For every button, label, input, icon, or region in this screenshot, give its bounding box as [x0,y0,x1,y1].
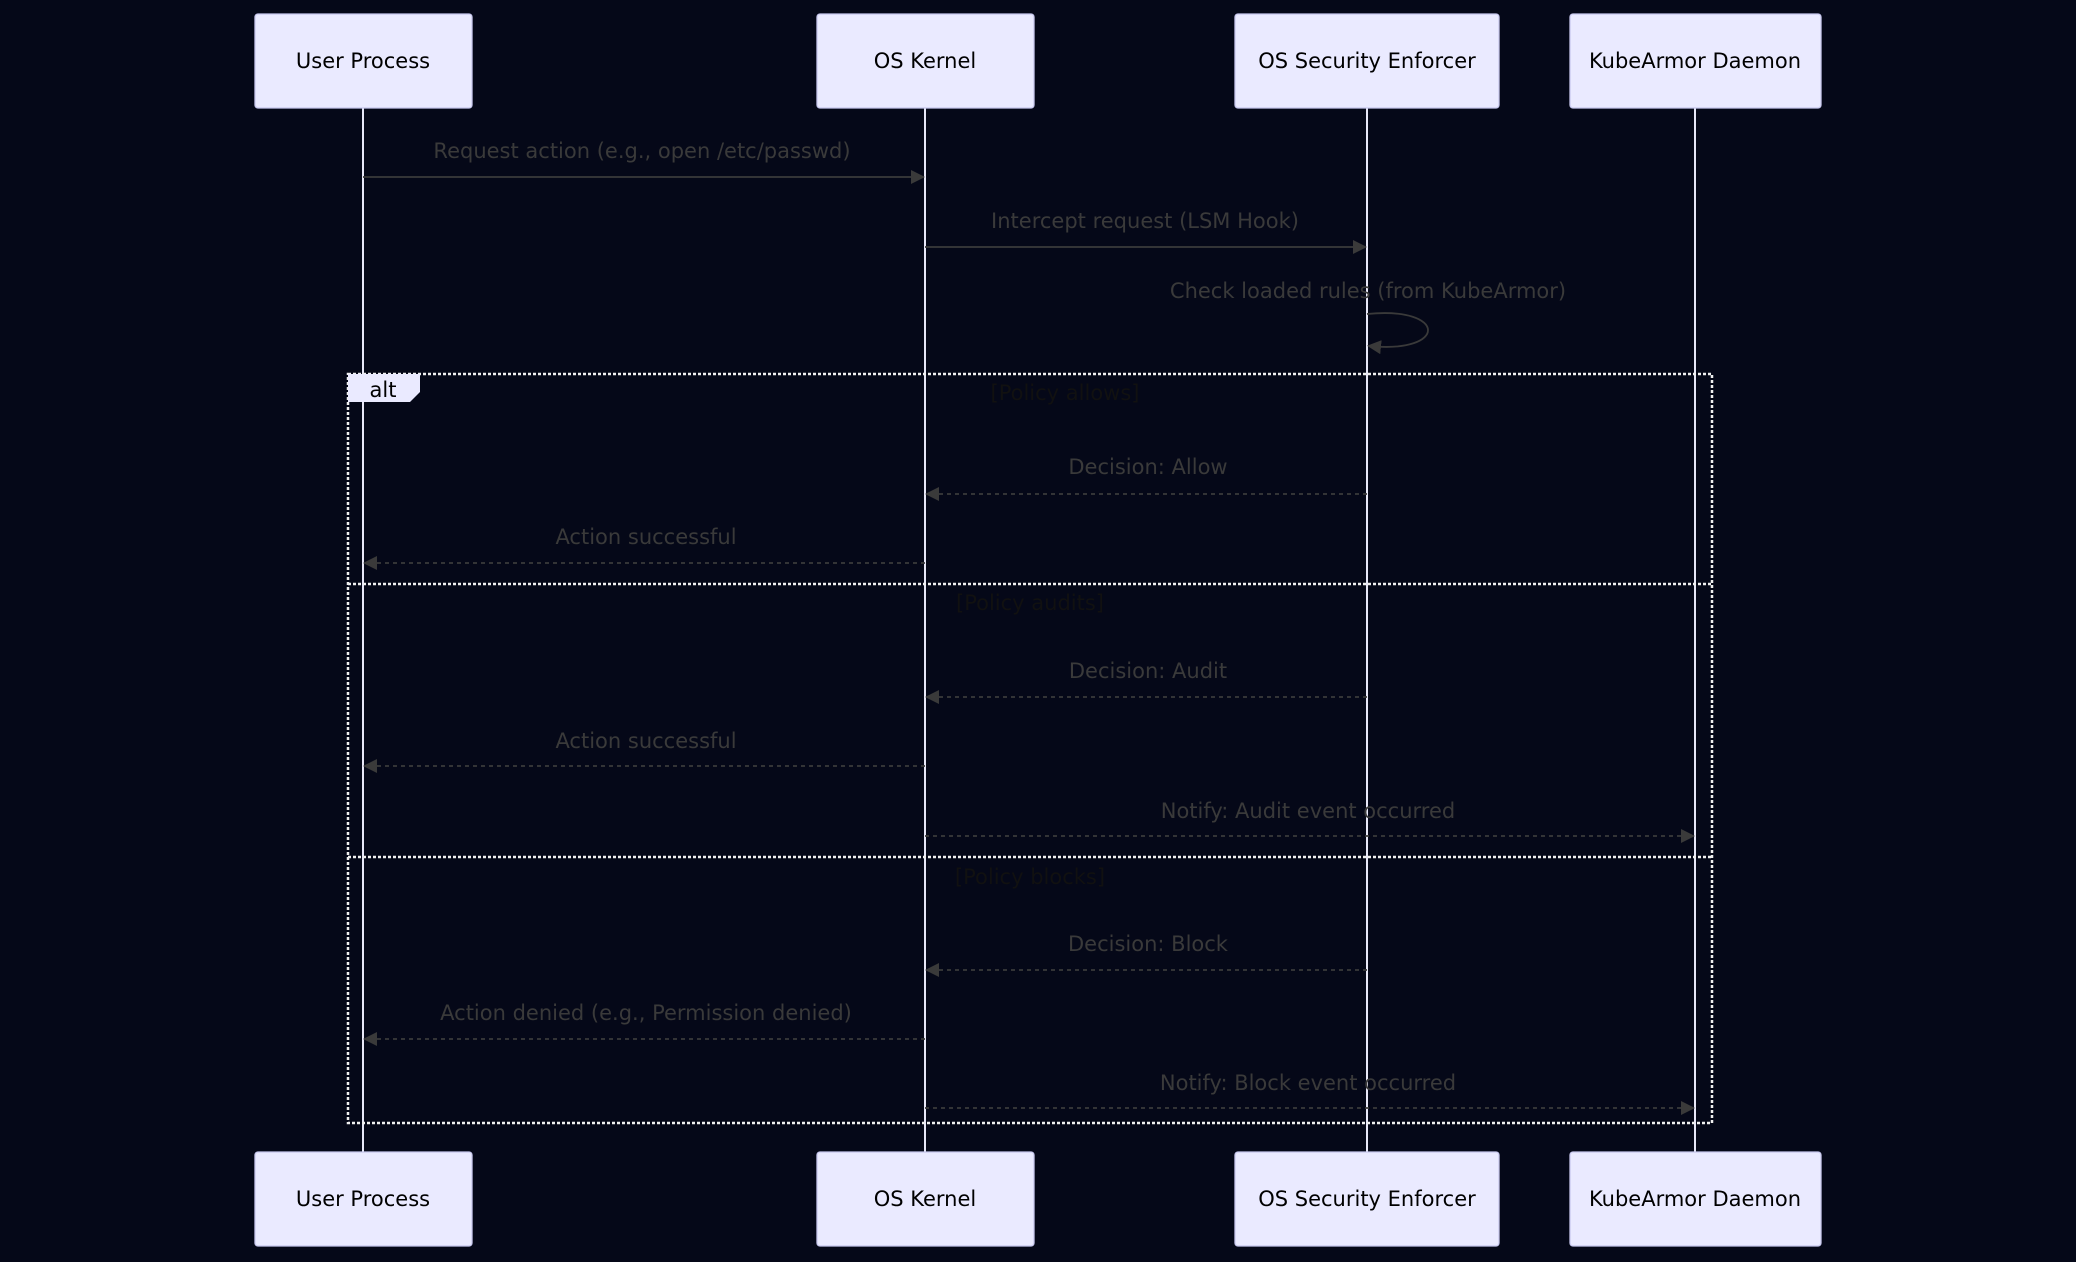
actor-os-kernel-top: OS Kernel [816,13,1035,109]
message-label: Notify: Block event occurred [1160,1071,1456,1095]
actor-label: OS Security Enforcer [1258,1187,1476,1211]
actor-os-security-enforcer-top: OS Security Enforcer [1234,13,1500,109]
alt-label: alt [370,378,397,402]
message-label: Decision: Audit [1069,659,1227,683]
alt-frame-border [346,372,1714,1125]
actor-kubearmor-daemon-top: KubeArmor Daemon [1569,13,1822,109]
message-label: Action successful [555,525,736,549]
message-label: Check loaded rules (from KubeArmor) [1170,279,1566,303]
actor-label: OS Kernel [874,49,977,73]
message-check-loaded-rules: Check loaded rules (from KubeArmor) [1170,279,1566,355]
message-decision-audit: Decision: Audit [925,659,1367,704]
message-notify-block: Notify: Block event occurred [925,1071,1695,1115]
actor-os-security-enforcer-bottom: OS Security Enforcer [1234,1151,1500,1247]
message-decision-block: Decision: Block [925,932,1367,977]
message-label: Decision: Allow [1068,455,1227,479]
actors-bottom: User Process OS Kernel OS Security Enfor… [254,1151,1822,1247]
alt-condition: [Policy blocks] [955,865,1105,889]
alt-condition: [Policy audits] [956,591,1104,615]
actor-user-process-top: User Process [254,13,473,109]
actor-label: OS Security Enforcer [1258,49,1476,73]
actor-label: KubeArmor Daemon [1589,49,1801,73]
message-label: Notify: Audit event occurred [1161,799,1455,823]
actors-top: User Process OS Kernel OS Security Enfor… [254,13,1822,109]
message-label: Intercept request (LSM Hook) [991,209,1299,233]
message-action-denied: Action denied (e.g., Permission denied) [363,1001,925,1046]
actor-label: User Process [296,49,430,73]
actor-kubearmor-daemon-bottom: KubeArmor Daemon [1569,1151,1822,1247]
actor-label: KubeArmor Daemon [1589,1187,1801,1211]
actor-label: User Process [296,1187,430,1211]
actor-user-process-bottom: User Process [254,1151,473,1247]
message-action-successful: Action successful [363,729,925,773]
message-action-successful: Action successful [363,525,925,570]
message-decision-allow: Decision: Allow [925,455,1367,501]
alt-label-tab: alt [348,374,420,402]
message-label: Action denied (e.g., Permission denied) [440,1001,852,1025]
lifelines [362,108,1696,1152]
actor-os-kernel-bottom: OS Kernel [816,1151,1035,1247]
message-label: Action successful [555,729,736,753]
message-label: Decision: Block [1068,932,1229,956]
messages: Request action (e.g., open /etc/passwd) … [363,139,1695,1115]
message-request-action: Request action (e.g., open /etc/passwd) [363,139,925,184]
message-intercept-request: Intercept request (LSM Hook) [925,209,1367,254]
alt-frame: alt [Policy allows] [Policy audits] [Pol… [346,372,1714,1125]
alt-condition: [Policy allows] [991,381,1140,405]
message-notify-audit: Notify: Audit event occurred [925,799,1695,843]
message-arrow [1366,312,1429,355]
actor-label: OS Kernel [874,1187,977,1211]
message-label: Request action (e.g., open /etc/passwd) [433,139,850,163]
